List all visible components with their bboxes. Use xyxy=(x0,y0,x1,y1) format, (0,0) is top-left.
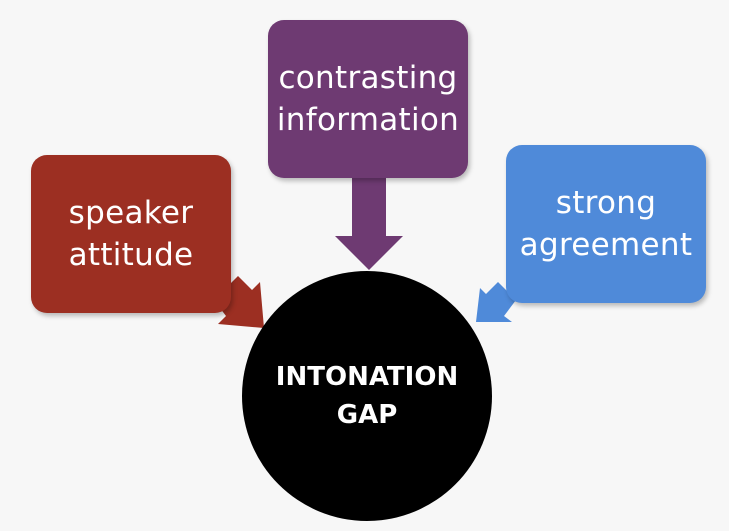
arrow-top-to-center xyxy=(335,178,403,270)
box-top-line2: information xyxy=(276,102,460,138)
center-line2: GAP xyxy=(336,400,398,430)
box-right-line1: strong xyxy=(555,185,657,221)
box-contrasting-information: contrasting information xyxy=(268,20,468,178)
box-strong-agreement: strong agreement xyxy=(506,145,706,303)
box-right-line2: agreement xyxy=(519,227,693,263)
box-left-line2: attitude xyxy=(68,237,194,273)
center-line1: INTONATION xyxy=(275,362,459,392)
box-left-line1: speaker xyxy=(68,195,194,231)
box-top-line1: contrasting xyxy=(278,60,458,96)
box-speaker-attitude: speaker attitude xyxy=(31,155,231,313)
center-circle-intonation-gap: INTONATION GAP xyxy=(242,271,492,521)
